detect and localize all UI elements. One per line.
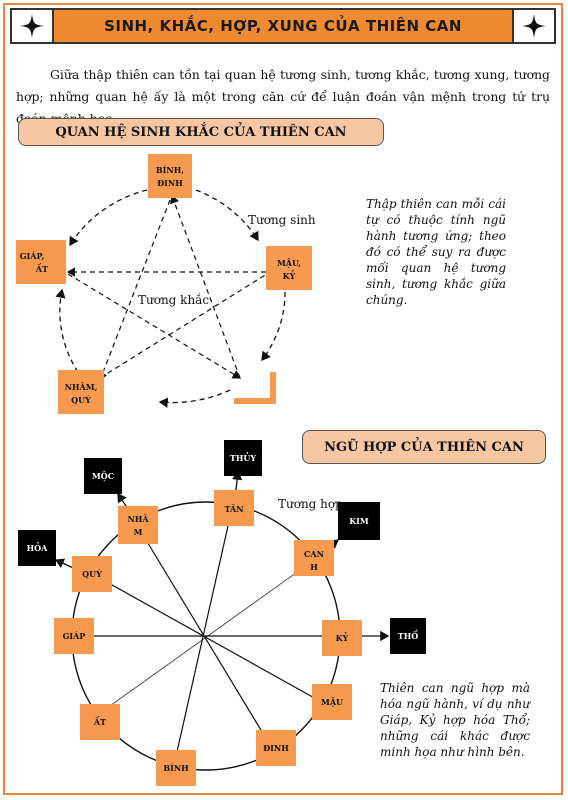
stem-mau: MẬU bbox=[312, 684, 352, 720]
svg-text:MẬU,: MẬU, bbox=[277, 258, 301, 268]
svg-text:MẬU: MẬU bbox=[321, 697, 343, 707]
element-kim: KIM bbox=[338, 502, 380, 540]
stem-at: ẤT bbox=[80, 704, 120, 740]
svg-text:QUÝ: QUÝ bbox=[71, 395, 91, 405]
svg-text:KIM: KIM bbox=[349, 516, 369, 526]
svg-text:QUÝ: QUÝ bbox=[82, 569, 102, 579]
svg-text:ĐINH: ĐINH bbox=[157, 178, 183, 188]
title-banner: SINH, KHẮC, HỢP, XUNG CỦA THIÊN CAN bbox=[10, 8, 556, 44]
page-border bbox=[3, 3, 563, 795]
svg-text:THỦY: THỦY bbox=[230, 453, 256, 463]
svg-text:KỶ: KỶ bbox=[336, 633, 349, 643]
sinh-arc bbox=[261, 291, 286, 362]
svg-text:GIÁP: GIÁP bbox=[63, 631, 86, 641]
section-heading-ngu-hop: NGŨ HỢP CỦA THIÊN CAN bbox=[302, 430, 546, 464]
section-heading-sinh-khac: QUAN HỆ SINH KHẮC CỦA THIÊN CAN bbox=[18, 118, 384, 146]
svg-text:GIÁP,: GIÁP, bbox=[20, 251, 45, 261]
svg-text:BÍNH: BÍNH bbox=[163, 763, 189, 773]
stem-binh: BÍNH bbox=[156, 750, 196, 786]
label-tuong-khac: Tương khắc bbox=[138, 292, 209, 307]
element-thuy: THỦY bbox=[224, 440, 262, 476]
svg-text:NHÂ: NHÂ bbox=[127, 514, 149, 524]
svg-text:KỶ: KỶ bbox=[283, 271, 296, 281]
note-sinh-khac: Thập thiên can mỗi cái tự có thuộc tính … bbox=[366, 197, 506, 307]
sinh-arc bbox=[158, 389, 231, 408]
hop-line-dinh-nham bbox=[139, 529, 271, 746]
svg-text:NHÂM,: NHÂM, bbox=[65, 382, 98, 392]
node-nham-quy: NHÂM, QUÝ bbox=[58, 370, 104, 414]
stem-dinh: ĐINH bbox=[256, 730, 296, 766]
stem-quy: QUÝ bbox=[72, 556, 112, 592]
star-icon bbox=[12, 10, 54, 42]
label-tuong-sinh: Tương sinh bbox=[248, 213, 316, 227]
svg-text:ẤT: ẤT bbox=[93, 717, 106, 727]
stem-ky: KỶ bbox=[322, 620, 362, 656]
khac-line bbox=[99, 271, 271, 379]
stem-giap: GIÁP bbox=[54, 618, 94, 654]
sinh-cycle-arcs bbox=[55, 189, 286, 408]
svg-text:MỘC: MỘC bbox=[92, 471, 114, 481]
label-tuong-hop: Tương hợp bbox=[278, 497, 343, 511]
hop-line-tan-binh bbox=[173, 525, 229, 766]
corner-decoration bbox=[234, 372, 276, 404]
khac-line bbox=[67, 273, 242, 379]
star-icon bbox=[512, 10, 554, 42]
node-giap-at: GIÁP, ẤT bbox=[16, 240, 66, 284]
element-hoa: HỎA bbox=[18, 530, 56, 566]
svg-text:TÂN: TÂN bbox=[224, 504, 243, 514]
element-tho: THỔ bbox=[390, 618, 426, 654]
svg-text:THỔ: THỔ bbox=[398, 630, 419, 641]
svg-text:CAN: CAN bbox=[304, 549, 324, 559]
sinh-arc bbox=[69, 189, 148, 247]
svg-text:BÍNH,: BÍNH, bbox=[156, 165, 184, 175]
khac-star-lines bbox=[66, 194, 271, 382]
hop-lines bbox=[76, 525, 336, 766]
svg-text:ĐINH: ĐINH bbox=[263, 743, 289, 753]
svg-text:ẤT: ẤT bbox=[35, 264, 48, 274]
sinh-arc bbox=[195, 189, 259, 242]
element-moc: MỘC bbox=[84, 458, 122, 494]
stem-canh: CAN H bbox=[294, 540, 334, 576]
svg-text:M: M bbox=[134, 527, 143, 537]
stem-nham: NHÂ M bbox=[118, 506, 158, 544]
node-binh-dinh: BÍNH, ĐINH bbox=[148, 154, 192, 198]
note-ngu-hop: Thiên can ngũ hợp mà hóa ngũ hành, ví dụ… bbox=[380, 681, 530, 759]
page-title: SINH, KHẮC, HỢP, XUNG CỦA THIÊN CAN bbox=[104, 17, 462, 35]
svg-text:HỎA: HỎA bbox=[27, 543, 49, 553]
stem-tan: TÂN bbox=[214, 490, 254, 526]
svg-text:H: H bbox=[310, 562, 318, 572]
hop-line-mau-quy bbox=[95, 575, 319, 701]
node-mau-ky: MẬU, KỶ bbox=[266, 246, 312, 290]
